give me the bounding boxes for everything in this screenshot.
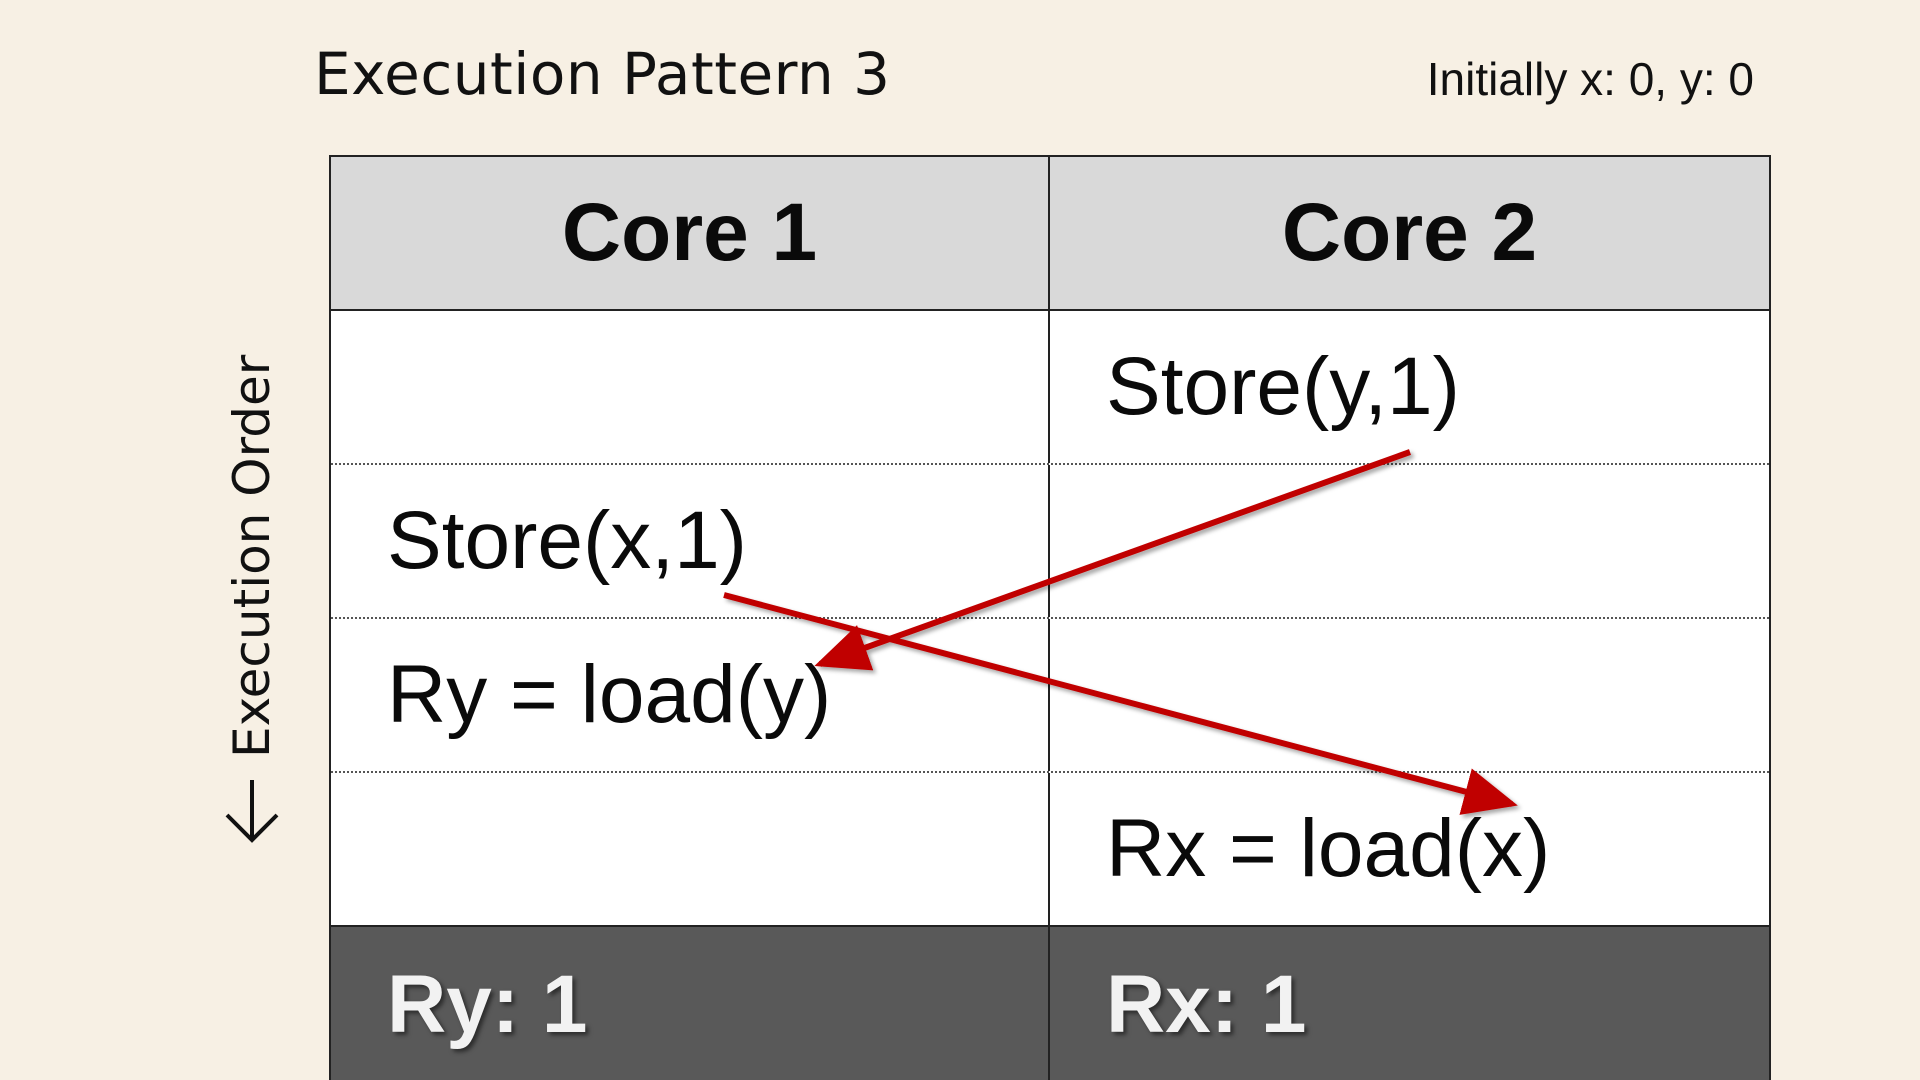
result-core-1: Ry: 1 <box>331 927 1050 1080</box>
core-2-step-2 <box>1050 465 1769 617</box>
result-core-2: Rx: 1 <box>1106 958 1307 1050</box>
result-row: Ry: 1 Rx: 1 <box>331 927 1769 1080</box>
core-1-step-1 <box>331 311 1050 463</box>
execution-table: Core 1 Core 2 Store(y,1) Store(x,1) Ry =… <box>329 155 1771 1080</box>
header-core-2: Core 2 <box>1281 187 1538 278</box>
slide-title: Execution Pattern 3 <box>314 40 891 108</box>
core-1-step-3: Ry = load(y) <box>331 619 1050 771</box>
core-1-step-4 <box>331 773 1050 925</box>
core-2-step-4: Rx = load(x) <box>1106 803 1551 894</box>
core-2-step-3 <box>1050 619 1769 771</box>
header-core-1: Core 1 <box>331 157 1050 309</box>
table-row: Rx = load(x) <box>331 773 1769 927</box>
table-row: Store(y,1) <box>331 311 1769 465</box>
table-row: Ry = load(y) <box>331 619 1769 773</box>
table-row: Store(x,1) <box>331 465 1769 619</box>
execution-order-axis: Execution Order <box>212 318 292 848</box>
initial-state-label: Initially x: 0, y: 0 <box>1426 53 1754 105</box>
core-2-step-1: Store(y,1) <box>1106 341 1460 432</box>
execution-order-label: Execution Order <box>223 354 281 758</box>
down-arrow-icon <box>225 780 279 843</box>
table-header-row: Core 1 Core 2 <box>331 157 1769 311</box>
core-1-step-2: Store(x,1) <box>331 465 1050 617</box>
